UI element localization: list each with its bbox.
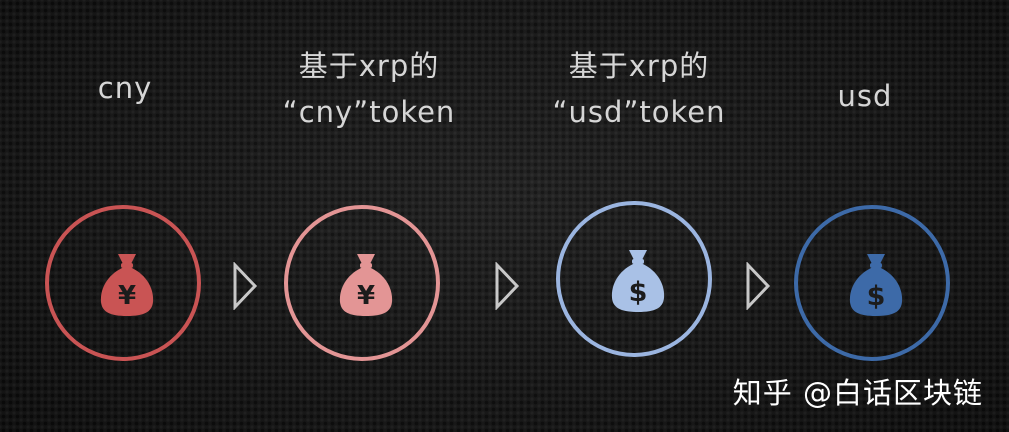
node-label-usd-token: 基于xrp的 “usd”token — [530, 52, 748, 127]
money-bag-icon: $ — [849, 254, 903, 316]
node-circle-cny: ¥ — [45, 205, 201, 361]
node-label-line1: 基于xrp的 — [298, 49, 440, 83]
watermark: 知乎 @白话区块链 — [732, 376, 983, 410]
node-label-line1: 基于xrp的 — [568, 49, 710, 83]
node-circle-cny-token: ¥ — [284, 205, 440, 361]
money-bag-icon: ¥ — [100, 254, 154, 316]
chevron-right-outline-icon — [233, 262, 258, 310]
chevron-right-outline-icon — [746, 262, 771, 310]
node-label-text: usd — [837, 79, 893, 113]
currency-symbol: ¥ — [357, 281, 375, 311]
node-label-cny-token: 基于xrp的 “cny”token — [262, 52, 476, 127]
currency-symbol: $ — [629, 277, 648, 308]
money-bag-icon: ¥ — [339, 254, 393, 316]
chevron-right-outline-icon — [495, 262, 520, 310]
node-label-text: cny — [97, 71, 153, 105]
money-bag-icon: $ — [611, 250, 665, 312]
node-label-line2: “usd”token — [552, 95, 726, 129]
node-label-line2: “cny”token — [282, 95, 456, 129]
currency-symbol: $ — [867, 281, 886, 312]
node-label-usd: usd — [806, 82, 924, 111]
currency-symbol: ¥ — [118, 281, 136, 311]
node-circle-usd: $ — [794, 205, 950, 361]
node-label-cny: cny — [68, 74, 182, 103]
node-circle-usd-token: $ — [556, 201, 712, 357]
